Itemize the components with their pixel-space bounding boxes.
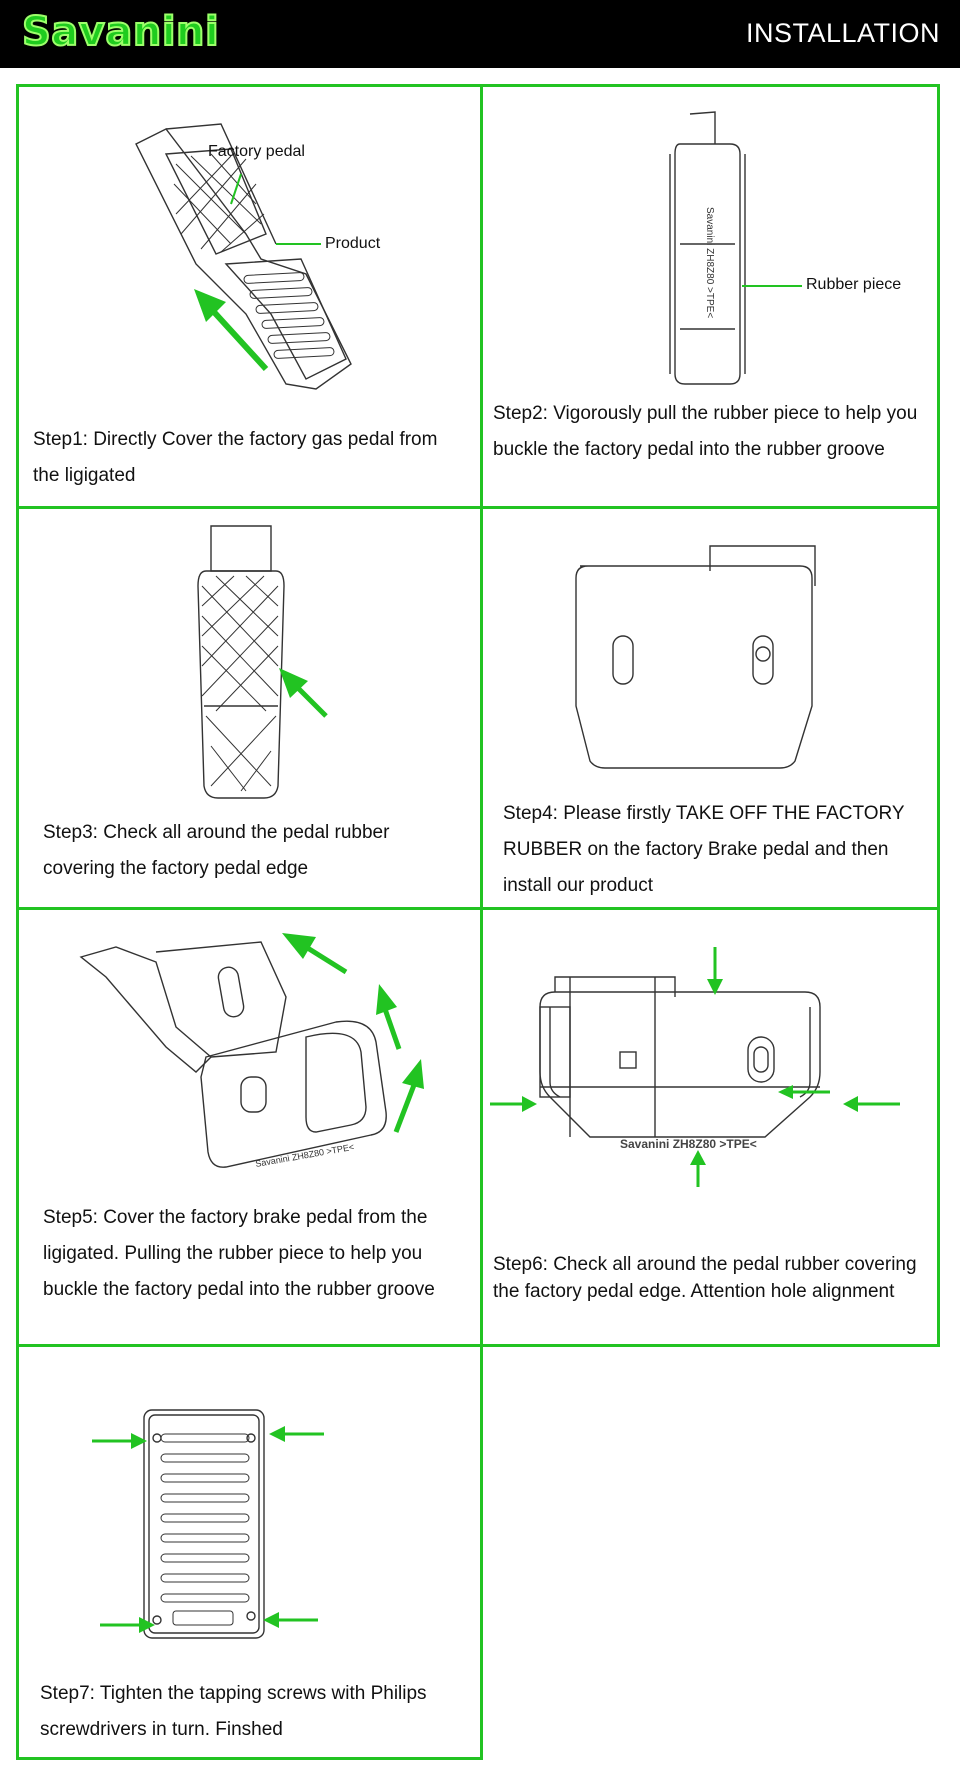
svg-text:Savanini ZH8Z80 >TPE<: Savanini ZH8Z80 >TPE< [620,1137,757,1151]
header-bar: Savanini INSTALLATION [0,0,960,68]
step7-illustration [92,1409,324,1639]
step2-illustration: Savanini ZH8Z80 >TPE< [669,111,802,385]
step3-illustration [197,525,328,799]
label-factory-pedal: Factory pedal [208,143,305,160]
arrow-icon [92,1426,324,1633]
step7-caption: Step7: Tighten the tapping screws with P… [40,1683,427,1740]
arrow-icon [490,947,900,1187]
step5-panel [16,907,483,1347]
step4-caption: Step4: Please firstly TAKE OFF THE FACTO… [503,803,905,896]
step4-illustration [575,545,816,769]
step6-caption: Step6: Check all around the pedal rubber… [493,1254,917,1302]
label-product: Product [325,235,381,252]
arrow-icon [282,933,424,1133]
brand-logo-mini [172,1610,234,1626]
brand-logo: Savanini [21,8,220,56]
step2-panel [480,84,940,509]
svg-text:Savanini ZH8Z80 >TPE<: Savanini ZH8Z80 >TPE< [255,1142,355,1169]
step7-panel [16,1344,483,1760]
arrow-icon [194,289,269,372]
arrow-icon [279,668,328,718]
step2-caption: Step2: Vigorously pull the rubber piece … [493,403,918,460]
step5-illustration: Savanini ZH8Z80 >TPE< [79,933,424,1169]
step6-illustration: Savanini ZH8Z80 >TPE< [490,947,900,1187]
step4-panel [480,506,940,910]
step1-caption: Step1: Directly Cover the factory gas pe… [33,429,438,486]
step3-caption: Step3: Check all around the pedal rubber… [43,822,390,879]
step1-illustration [135,123,352,390]
step5-caption: Step5: Cover the factory brake pedal fro… [43,1207,435,1300]
svg-text:Savanini ZH8Z80 >TPE<: Savanini ZH8Z80 >TPE< [704,207,715,318]
label-rubber-piece: Rubber piece [806,276,902,293]
step1-panel [16,84,483,509]
page-title: INSTALLATION [745,18,940,48]
